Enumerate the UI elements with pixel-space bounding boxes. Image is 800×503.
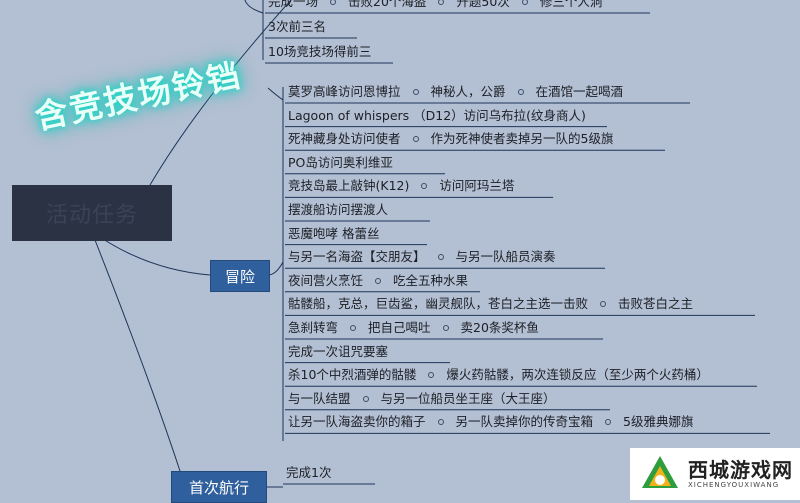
separator-dot-icon [350, 325, 357, 331]
root-to-adventure-link [99, 236, 211, 276]
separator-dot-icon [412, 89, 419, 95]
adventure-item[interactable]: 让另一队海盗卖你的箱子 另一队卖掉你的传奇宝箱 5级雅典娜旗 [288, 413, 693, 431]
separator-dot-icon [442, 325, 449, 331]
adventure-item[interactable]: 完成一次诅咒要塞 [288, 343, 388, 361]
top-curve [244, 0, 264, 14]
adventure-branch-curve [267, 261, 284, 276]
maiden-item-text: 完成1次 [286, 465, 332, 480]
top-item[interactable]: 完成一场 击败20个海盗 开题50次 修三个人洞 [268, 0, 602, 11]
adventure-item-text: 爆火药骷髅，两次连锁反应（至少两个火药桶） [446, 367, 709, 383]
root-to-top-link [149, 0, 292, 186]
adventure-item-text: 恶魔咆哮 格蕾丝 [288, 225, 380, 241]
adventure-item-text: PO岛访问奥利维亚 [288, 154, 393, 170]
adventure-item[interactable]: 竞技岛最上敲钟(K12) 访问阿玛兰塔 [288, 177, 514, 195]
adventure-item-text: 摆渡船访问摆渡人 [288, 202, 389, 217]
adventure-item[interactable]: 摆渡船访问摆渡人 [288, 201, 388, 219]
adventure-item[interactable]: 死神藏身处访问使者 作为死神使者卖掉另一队的5级旗 [288, 130, 613, 148]
top-item-text: 修三个人洞 [539, 0, 603, 9]
separator-dot-icon [438, 0, 445, 5]
root-to-maiden-link [94, 239, 181, 472]
separator-dot-icon [428, 372, 435, 379]
branch-adventure-label: 冒险 [224, 267, 255, 286]
top-item-text: 10场竞技场得前三 [268, 44, 372, 59]
adventure-item-text: 骷髅船，克总，巨齿鲨，幽灵舰队，苍白之主选一击败 [288, 296, 589, 312]
separator-dot-icon [362, 395, 369, 402]
watermark-logo-icon [642, 456, 678, 488]
separator-dot-icon [517, 89, 524, 95]
adventure-item[interactable]: 夜间营火烹饪 吃全五种水果 [288, 272, 468, 290]
adventure-item[interactable]: 骷髅船，克总，巨齿鲨，幽灵舰队，苍白之主选一击败 击败苍白之主 [288, 295, 693, 313]
adventure-item[interactable]: Lagoon of whispers （D12）访问乌布拉(纹身商人) [288, 107, 586, 125]
adventure-item-text: 作为死神使者卖掉另一队的5级旗 [430, 131, 614, 147]
adventure-item-text: 5级雅典娜旗 [623, 414, 694, 430]
adventure-item-text: 竞技岛最上敲钟(K12) [288, 178, 410, 194]
adventure-item-text: 把自己喝吐 [368, 320, 431, 335]
separator-dot-icon [600, 301, 607, 308]
adventure-item-text: 在酒馆一起喝酒 [535, 84, 624, 99]
maiden-item[interactable]: 完成1次 [286, 464, 331, 482]
top-item-text: 击败20个海盗 [348, 0, 427, 9]
separator-dot-icon [437, 254, 444, 261]
adventure-item[interactable]: 与一队结盟 与另一位船员坐王座（大王座） [288, 390, 556, 408]
adventure-item[interactable]: 与另一名海盗【交朋友】 与另一队船员演奏 [288, 248, 556, 266]
watermark: 西城游戏网 XICHENGYOUXIWANG [630, 448, 800, 500]
adventure-item-text: 另一队卖掉你的传奇宝箱 [455, 414, 594, 430]
adventure-item-text: 与另一队船员演奏 [455, 249, 556, 265]
adventure-item-text: 死神藏身处访问使者 [288, 131, 401, 147]
adventure-item-text: 卖20条奖杯鱼 [460, 320, 539, 335]
adventure-item[interactable]: 莫罗高峰访问恩博拉 神秘人，公爵 在酒馆一起喝酒 [288, 83, 623, 101]
adventure-item-text: 与一队结盟 [288, 390, 351, 406]
adventure-item-text: Lagoon of whispers （D12）访问乌布拉(纹身商人) [288, 107, 586, 123]
adventure-item-text: 莫罗高峰访问恩博拉 [288, 84, 401, 99]
branch-maiden-voyage-label: 首次航行 [188, 478, 249, 497]
adventure-item[interactable]: PO岛访问奥利维亚 [288, 154, 393, 172]
top-item-text: 3次前三名 [268, 19, 326, 34]
root-node[interactable]: 活动任务 [12, 185, 172, 241]
adventure-item-text: 吃全五种水果 [393, 272, 469, 288]
adventure-item-text: 神秘人，公爵 [430, 84, 506, 99]
top-item-text: 完成一场 [268, 0, 319, 9]
adventure-item[interactable]: 杀10个中烈酒弹的骷髅 爆火药骷髅，两次连锁反应（至少两个火药桶） [288, 366, 709, 384]
adventure-item-text: 访问阿玛兰塔 [439, 178, 515, 194]
separator-dot-icon [521, 0, 528, 5]
adventure-item-text: 夜间营火烹饪 [288, 272, 364, 288]
adventure-item-text: 完成一次诅咒要塞 [288, 343, 389, 359]
adventure-item-text: 让另一队海盗卖你的箱子 [288, 414, 426, 430]
top-item[interactable]: 10场竞技场得前三 [268, 43, 371, 61]
separator-dot-icon [437, 419, 444, 426]
adventure-item-text: 与另一名海盗【交朋友】 [288, 249, 426, 265]
watermark-brand: 西城游戏网 [688, 458, 793, 482]
separator-dot-icon [421, 183, 428, 190]
branch-adventure[interactable]: 冒险 [210, 260, 270, 292]
adventure-item-text: 与另一位船员坐王座（大王座） [380, 390, 556, 406]
separator-dot-icon [412, 136, 419, 143]
adventure-item-text: 急刹转弯 [288, 320, 339, 335]
separator-dot-icon [330, 0, 337, 5]
adventure-top-curve [267, 87, 284, 101]
branch-maiden-voyage[interactable]: 首次航行 [171, 471, 267, 503]
adventure-item[interactable]: 急刹转弯 把自己喝吐 卖20条奖杯鱼 [288, 319, 539, 337]
watermark-subtitle: XICHENGYOUXIWANG [688, 481, 780, 489]
adventure-item[interactable]: 恶魔咆哮 格蕾丝 [288, 225, 379, 243]
adventure-item-text: 击败苍白之主 [618, 296, 694, 312]
separator-dot-icon [375, 277, 382, 284]
top-item[interactable]: 3次前三名 [268, 18, 326, 36]
adventure-item-text: 杀10个中烈酒弹的骷髅 [288, 367, 417, 383]
top-item-text: 开题50次 [456, 0, 510, 9]
separator-dot-icon [605, 419, 612, 426]
root-label: 活动任务 [45, 203, 138, 228]
